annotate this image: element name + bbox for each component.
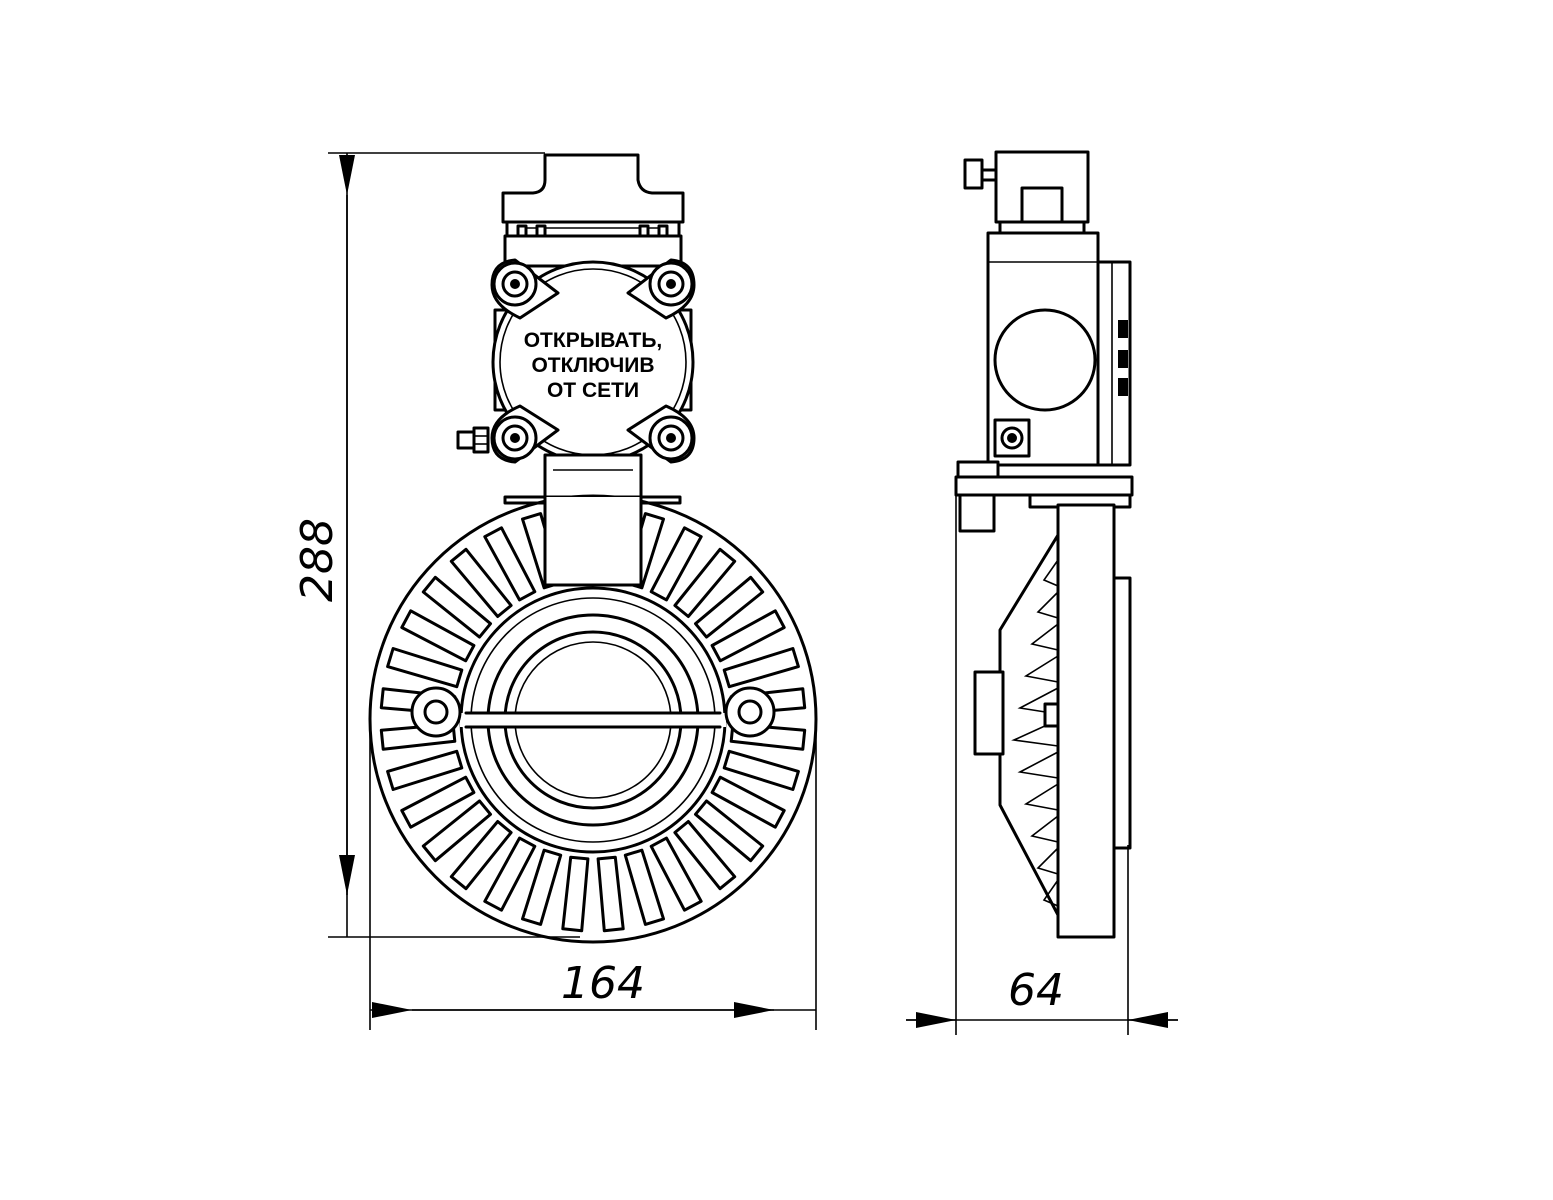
front-view: ОТКРЫВАТЬ, ОТКЛЮЧИВ ОТ СЕТИ	[368, 153, 818, 944]
side-mounting-plate	[954, 460, 1134, 533]
cooling-fin	[710, 775, 786, 829]
dimension-width-value: 164	[561, 958, 645, 1009]
cooling-fin	[649, 526, 703, 602]
side-fin	[1036, 591, 1059, 619]
cooling-fin	[694, 575, 765, 639]
cooling-fin	[561, 855, 590, 933]
cooling-fin	[722, 647, 800, 689]
cooling-fin	[400, 609, 476, 663]
bolt-lug-br	[626, 404, 696, 464]
side-fin	[1011, 719, 1059, 747]
bolt-lug-tr	[626, 258, 696, 320]
warning-label: ОТКРЫВАТЬ, ОТКЛЮЧИВ ОТ СЕТИ	[524, 329, 663, 402]
side-fin	[1030, 623, 1059, 651]
cooling-fin	[386, 647, 464, 689]
dimension-depth: 64	[906, 495, 1178, 1035]
dimension-height-value: 288	[292, 518, 343, 602]
cooling-fin	[673, 820, 737, 891]
warning-label-line-2: ОТКЛЮЧИВ	[531, 354, 654, 377]
cooling-fin	[386, 749, 464, 791]
cooling-fin	[673, 547, 737, 618]
side-fin	[1036, 847, 1059, 875]
lamp-housing	[368, 494, 818, 944]
side-fin	[1017, 751, 1059, 779]
side-cable-gland	[963, 150, 1090, 238]
cooling-fin	[596, 855, 625, 933]
side-fins	[1011, 559, 1059, 907]
bolt-lug-tl	[490, 258, 560, 320]
cooling-fin	[400, 775, 476, 829]
cooling-fin	[449, 547, 513, 618]
grounding-stud	[456, 426, 490, 454]
cooling-fin	[521, 848, 563, 926]
cooling-fin	[649, 836, 703, 912]
dimensions: 288 164 64	[292, 152, 1178, 1035]
dimension-width: 164	[369, 720, 817, 1030]
side-fin	[1042, 879, 1059, 907]
cooling-fin	[483, 526, 537, 602]
cooling-fin	[694, 799, 765, 863]
cooling-fin	[421, 799, 492, 863]
side-fin	[1030, 815, 1059, 843]
cooling-fin	[421, 575, 492, 639]
warning-label-line-1: ОТКРЫВАТЬ,	[524, 329, 663, 352]
cable-gland	[501, 153, 685, 268]
side-fin	[1042, 559, 1059, 587]
side-fin	[1023, 655, 1059, 683]
side-lamp-body	[973, 503, 1132, 939]
cooling-fin	[722, 749, 800, 791]
cooling-fin	[483, 836, 537, 912]
terminal-box	[491, 260, 695, 499]
cooling-fin	[449, 820, 513, 891]
side-view	[954, 150, 1134, 939]
dimension-height: 288	[292, 152, 580, 938]
cooling-fin	[710, 609, 786, 663]
side-fin	[1023, 783, 1059, 811]
side-terminal-box	[986, 231, 1132, 467]
warning-label-line-3: ОТ СЕТИ	[547, 379, 639, 402]
cooling-fin	[623, 848, 665, 926]
dimension-depth-value: 64	[1008, 965, 1064, 1016]
bolt-lug-bl	[490, 404, 560, 464]
